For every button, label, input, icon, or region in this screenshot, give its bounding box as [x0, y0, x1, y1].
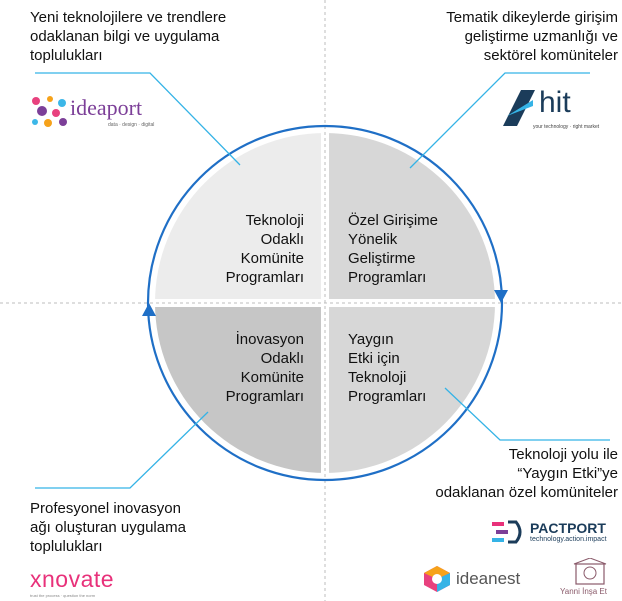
connector-bottom-left	[35, 411, 209, 489]
corner-line: sektörel komüniteler	[483, 47, 618, 64]
corner-line: odaklanan bilgi ve uygulama	[30, 28, 220, 45]
quadrant-label-top-left: Teknoloji Odaklı Komünite Programları	[226, 211, 304, 287]
quadrant-line: Özel Girişime	[348, 212, 439, 229]
cycle-arrow-right	[494, 290, 508, 303]
connector-top-left	[35, 72, 241, 166]
pactport-logo: PACTPORT technology.action.impact	[492, 518, 620, 548]
ideaport-mark-icon	[32, 96, 67, 127]
corner-line: Teknoloji yolu ile	[508, 446, 618, 463]
quadrant-line: Programları	[348, 269, 427, 286]
corner-line: odaklanan özel komüniteler	[435, 484, 618, 501]
xnovate-wordmark: xnovate	[30, 566, 115, 592]
pactport-wordmark: PACTPORT	[530, 520, 606, 536]
corner-line: toplulukları	[30, 538, 103, 555]
quadrant-line: Programları	[225, 269, 304, 286]
corner-line: Tematik dikeylerde girişim	[446, 9, 618, 26]
connector-top-right	[409, 72, 590, 169]
ideaport-logo: ideaport data · design · digital	[30, 93, 165, 133]
hit-mark-icon	[503, 90, 535, 126]
corner-line: Yeni teknolojilere ve trendlere	[30, 9, 227, 26]
ideaport-wordmark: ideaport	[70, 95, 143, 120]
yanni-insa-et-logo: Yanni İnşa Et	[560, 558, 620, 598]
quadrant-line: Odaklı	[260, 350, 304, 367]
quadrant-line: Programları	[225, 388, 304, 405]
corner-text-top-right: Tematik dikeylerde girişim geliştirme uz…	[446, 8, 618, 65]
corner-text-bottom-left: Profesyonel inovasyon ağı oluşturan uygu…	[30, 499, 186, 556]
yanni-building-icon	[573, 558, 607, 585]
ideanest-mark-icon	[424, 566, 450, 592]
quadrant-label-top-right: Özel Girişime Yönelik Geliştirme Program…	[348, 211, 438, 287]
quadrant-line: Komünite	[240, 369, 304, 386]
quadrant-label-bottom-right: Yaygın Etki için Teknoloji Programları	[348, 330, 426, 406]
corner-line: “Yaygın Etki”ye	[517, 465, 618, 482]
ideanest-logo: ideanest	[422, 566, 542, 594]
quadrant-line: Yaygın	[348, 331, 394, 348]
corner-line: geliştirme uzmanlığı ve	[464, 28, 618, 45]
ideanest-wordmark: ideanest	[456, 569, 521, 588]
corner-line: ağı oluşturan uygulama	[30, 519, 186, 536]
connector-bottom-right	[444, 387, 610, 441]
corner-text-top-left: Yeni teknolojilere ve trendlere odaklana…	[30, 8, 226, 65]
corner-text-bottom-right: Teknoloji yolu ile “Yaygın Etki”ye odakl…	[435, 445, 618, 502]
quadrant-line: İnovasyon	[235, 331, 304, 348]
quadrant-line: Etki için	[348, 350, 400, 367]
corner-line: toplulukları	[30, 47, 103, 64]
quadrant-line: Teknoloji	[348, 369, 407, 386]
hit-logo: hit your technology · right market	[503, 86, 618, 132]
quadrant-line: Teknoloji	[245, 212, 304, 229]
quadrant-line: Odaklı	[260, 231, 304, 248]
quadrant-line: Yönelik	[348, 231, 398, 248]
xnovate-logo: xnovate trust the process · question the…	[30, 566, 140, 600]
hit-tagline: your technology · right market	[533, 124, 600, 130]
ideaport-tagline: data · design · digital	[108, 122, 155, 128]
hit-wordmark: hit	[539, 86, 571, 119]
cycle-circle	[146, 124, 504, 482]
pactport-tagline: technology.action.impact	[530, 536, 607, 543]
xnovate-tagline: trust the process · question the norm	[30, 593, 96, 598]
quadrant-line: Komünite	[240, 250, 304, 267]
quadrant-line: Geliştirme	[348, 250, 416, 267]
corner-line: Profesyonel inovasyon	[30, 500, 181, 517]
quadrant-label-bottom-left: İnovasyon Odaklı Komünite Programları	[226, 330, 304, 406]
quadrant-line: Programları	[348, 388, 427, 405]
yanni-wordmark: Yanni İnşa Et	[560, 587, 607, 596]
cycle-arrow-left	[142, 303, 156, 316]
pactport-mark-icon	[492, 520, 522, 544]
